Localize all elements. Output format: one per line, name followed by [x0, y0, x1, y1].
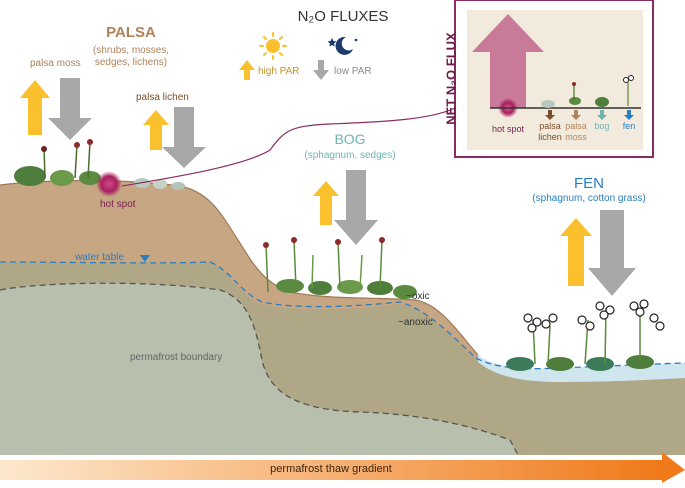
inset-label-bog: bog: [594, 121, 610, 131]
inset-label-hot-spot: hot spot: [491, 124, 525, 134]
inset-connector: [121, 107, 456, 187]
permafrost-boundary-label: permafrost boundary: [130, 352, 223, 363]
bog-subtitle: (sphagnum, sedges): [304, 150, 396, 161]
inset-moss-arrow: [571, 110, 581, 120]
palsa-moss-label: palsa moss: [30, 58, 81, 69]
legend-low-par: low PAR: [334, 66, 372, 77]
moon-stars-icon: [327, 36, 358, 55]
palsa-lichen-arrows: [143, 107, 206, 168]
down-arrow-icon: [313, 60, 329, 80]
bog-vegetation: [263, 237, 417, 299]
thaw-gradient-arrowhead: [662, 452, 685, 483]
inset-label-palsa-lichen-1: palsa: [539, 121, 561, 131]
permafrost-core: [0, 283, 518, 455]
inset-bog-arrow: [597, 110, 607, 120]
bog-title: BOG: [334, 131, 366, 147]
ground-surface: [0, 180, 479, 356]
legend-title: N₂O FLUXES: [297, 8, 389, 25]
inset-label-palsa-moss-2: moss: [565, 132, 587, 142]
bog-arrows: [313, 170, 378, 245]
fen-water: [478, 355, 685, 382]
fen-title: FEN: [574, 175, 604, 192]
inset-axis-label-wrap: NET N₂O FLUX: [436, 8, 466, 148]
inset-label-fen: fen: [622, 121, 636, 131]
water-table-marker-icon: [140, 255, 150, 262]
water-table-label: water table: [75, 252, 124, 263]
palsa-moss-arrows: [20, 78, 92, 140]
palsa-title: PALSA: [106, 24, 156, 41]
fen-vegetation: [506, 299, 665, 371]
inset-label-palsa-lichen-2: lichen: [538, 132, 562, 142]
hot-spot-label: hot spot: [100, 199, 136, 210]
fen-arrows: [560, 210, 636, 296]
thaw-gradient-bar: [0, 460, 662, 480]
palsa-subtitle-2: sedges, lichens): [94, 57, 168, 68]
sun-icon: [259, 32, 287, 60]
oxic-label: ~oxic: [406, 291, 430, 302]
legend-high-par: high PAR: [258, 66, 300, 77]
up-arrow-icon: [239, 60, 255, 80]
inset-label-palsa-moss-1: palsa: [565, 121, 587, 131]
inset-lichen-arrow: [545, 110, 555, 120]
palsa-subtitle-1: (shrubs, mosses,: [92, 45, 170, 56]
palsa-vegetation: [14, 139, 185, 190]
hot-spot-marker: [96, 171, 122, 197]
inset-fen-arrow: [624, 110, 634, 120]
thaw-gradient-label: permafrost thaw gradient: [270, 463, 392, 475]
inset-hot-spot-arrow: [472, 14, 544, 108]
palsa-lichen-label: palsa lichen: [136, 92, 189, 103]
fen-subtitle: (sphagnum, cotton grass): [532, 193, 646, 204]
anoxic-label: ~anoxic: [398, 317, 433, 328]
inset-axis-label: NET N₂O FLUX: [443, 31, 459, 125]
permafrost-boundary-line: [0, 282, 519, 456]
